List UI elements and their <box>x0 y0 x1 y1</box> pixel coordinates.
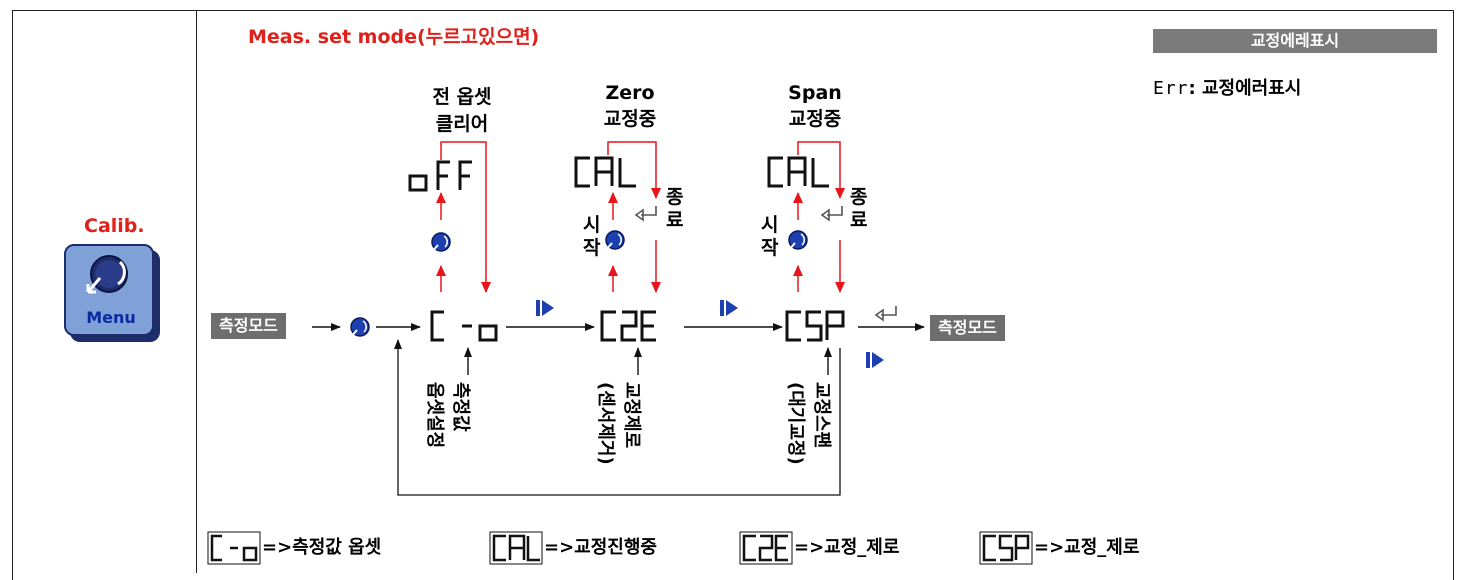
menu-button-face: Menu <box>64 244 154 336</box>
knob-icon-zero <box>604 230 625 252</box>
lcd-co <box>430 310 498 342</box>
legend-csp-text: =>교정_제로 <box>1034 537 1140 558</box>
legend-lcd-cal <box>489 531 543 565</box>
measure-mode-start: 측정모드 <box>211 313 286 339</box>
span-end-label: 종 료 <box>850 186 867 232</box>
err-text: : 교정에러표시 <box>1188 78 1302 99</box>
loop-return-line <box>394 339 841 496</box>
lcd-off <box>408 160 472 192</box>
diagram-frame <box>12 10 1454 580</box>
span-start-label: 시 작 <box>761 214 778 260</box>
play-icon-1 <box>536 300 554 316</box>
span-end-1: 종 <box>850 186 868 208</box>
offset-clear-label: 전 옵셋 클리어 <box>412 82 512 136</box>
legend-cal-text: =>교정진행중 <box>544 537 657 558</box>
legend-lcd-co <box>207 531 261 565</box>
error-legend: Err: 교정에러표시 <box>1153 74 1301 100</box>
lcd-cal-span <box>767 156 829 188</box>
zero-start-2: 작 <box>583 237 601 259</box>
red-cal-loop-span <box>797 141 845 199</box>
zero-calibrating-label: Zero 교정중 <box>580 82 680 131</box>
measure-mode-end: 측정모드 <box>930 315 1005 341</box>
enter-icon-span <box>821 205 843 221</box>
knob-icon-span <box>787 230 808 252</box>
knob-icon-offset <box>430 232 451 254</box>
zero-end-1: 종 <box>666 186 684 208</box>
lcd-cal-zero <box>574 156 636 188</box>
lcd-csp <box>785 310 845 342</box>
enter-icon-end <box>875 305 897 321</box>
enter-icon-zero <box>635 205 657 221</box>
knob-icon-start <box>349 317 370 339</box>
zero-line2: 교정중 <box>603 108 657 130</box>
zero-start-label: 시 작 <box>583 214 600 260</box>
legend-lcd-c2e <box>739 531 793 565</box>
span-line1: Span <box>788 82 842 104</box>
legend-lcd-csp <box>979 531 1033 565</box>
error-display-bar: 교정에레표시 <box>1153 29 1437 53</box>
red-off-to-co <box>440 141 491 293</box>
offset-clear-line2: 클리어 <box>435 113 489 135</box>
zero-end-label: 종 료 <box>666 186 683 232</box>
menu-label: Menu <box>86 308 136 327</box>
calib-label: Calib. <box>84 215 145 237</box>
offset-clear-line1: 전 옵셋 <box>432 86 492 108</box>
legend-co-text: =>측정값 옵셋 <box>262 537 382 558</box>
span-start-1: 시 <box>761 214 779 236</box>
lcd-c2e <box>600 310 656 342</box>
play-icon-3 <box>866 352 884 368</box>
span-end-2: 료 <box>850 209 868 231</box>
legend-c2e-text: =>교정_제로 <box>794 537 900 558</box>
red-cal-loop-zero <box>607 141 661 199</box>
page-title: Meas. set mode(누르고있으면) <box>248 26 540 48</box>
span-calibrating-label: Span 교정중 <box>765 82 865 131</box>
zero-line1: Zero <box>605 82 655 104</box>
play-icon-2 <box>720 300 738 316</box>
knob-icon <box>86 255 128 294</box>
span-start-2: 작 <box>761 237 779 259</box>
column-divider <box>196 10 197 573</box>
err-code: Err <box>1153 78 1189 99</box>
zero-start-1: 시 <box>583 214 601 236</box>
zero-end-2: 료 <box>666 209 684 231</box>
span-line2: 교정중 <box>788 108 842 130</box>
menu-button[interactable]: Menu <box>64 244 160 342</box>
